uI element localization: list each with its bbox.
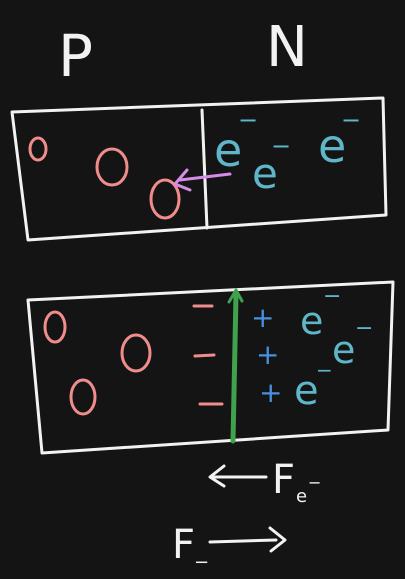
svg-text:F: F [272, 457, 295, 503]
svg-text:−: − [308, 473, 321, 492]
n-region-label: N [266, 15, 308, 80]
svg-text:−: − [316, 358, 333, 382]
electron: e − [300, 284, 341, 343]
svg-text:F: F [172, 522, 195, 568]
electron: e − [214, 106, 258, 177]
diffusion-force-arrow [208, 526, 287, 553]
hole [43, 310, 67, 344]
svg-text:e: e [296, 486, 307, 507]
hole [69, 378, 97, 416]
electric-force-label: F e − [272, 457, 321, 507]
hole [95, 147, 129, 187]
svg-text:e: e [214, 123, 242, 177]
svg-text:−: − [341, 106, 361, 134]
box-outline [26, 280, 395, 455]
positive-ion: + [256, 338, 279, 371]
svg-text:e: e [318, 119, 346, 173]
svg-text:e: e [252, 149, 278, 198]
junction-line [200, 108, 209, 230]
negative-ion [193, 353, 216, 358]
positive-ion: + [251, 301, 274, 334]
hole [28, 136, 48, 162]
diffusion-force-label: F − [172, 522, 209, 573]
positive-ion: + [259, 376, 282, 409]
svg-text:−: − [271, 132, 291, 160]
svg-text:−: − [323, 284, 341, 309]
electric-force-arrow [208, 464, 268, 488]
svg-text:−: − [194, 552, 209, 573]
electron: e − [252, 132, 291, 198]
hole [120, 333, 152, 373]
svg-text:e: e [332, 328, 355, 372]
p-region-label: P [58, 22, 93, 90]
svg-text:e: e [300, 299, 323, 343]
electron: e − [294, 358, 333, 414]
svg-text:e: e [294, 368, 319, 414]
depletion-boundary [227, 288, 244, 444]
diffusion-arrow [173, 168, 232, 192]
svg-text:−: − [238, 106, 258, 134]
box-outline [10, 96, 388, 242]
junction-diagram-before: e − e − e − [10, 96, 388, 242]
junction-diagram-after: + + + e − e − e − [26, 280, 395, 455]
hole [149, 178, 181, 220]
svg-text:−: − [355, 316, 373, 341]
electron: e − [332, 316, 373, 372]
electron: e − [318, 106, 361, 173]
